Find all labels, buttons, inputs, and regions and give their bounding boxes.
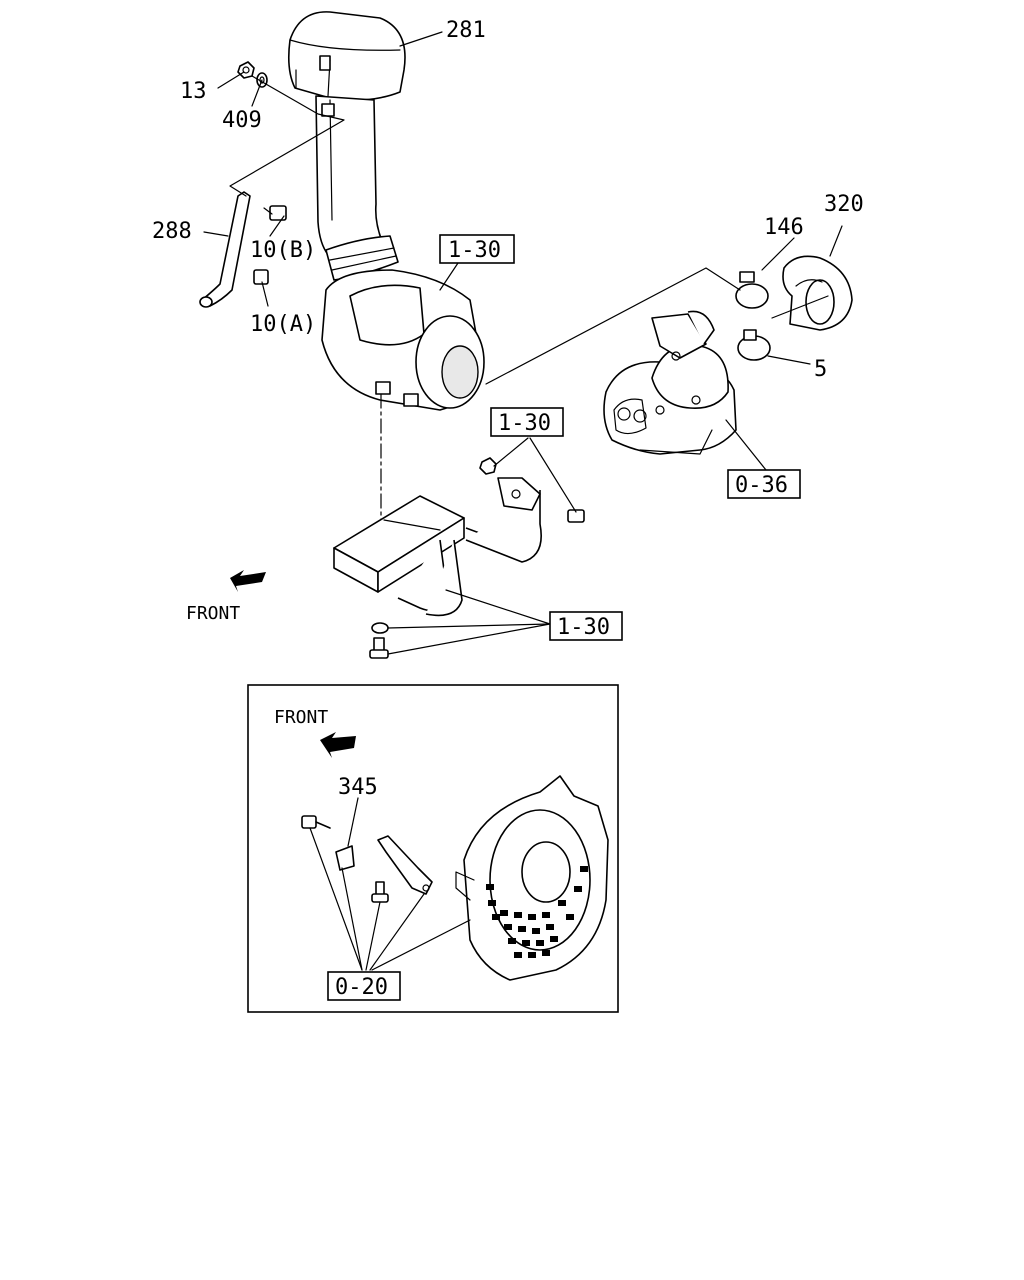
bolt-bracket-lower bbox=[369, 637, 389, 659]
clamp-5 bbox=[737, 329, 771, 361]
stay-bracket bbox=[377, 835, 433, 895]
ref-turbo: 0-36 bbox=[735, 473, 788, 498]
callout-5: 5 bbox=[814, 357, 827, 382]
ref-bracket-upper: 1-30 bbox=[498, 411, 551, 436]
callout-10b: 10(B) bbox=[250, 238, 316, 263]
clamp-146 bbox=[735, 271, 769, 309]
intake-duct-281 bbox=[288, 11, 406, 281]
flywheel-housing bbox=[455, 775, 609, 981]
bolt-10a bbox=[253, 269, 269, 285]
callout-146: 146 bbox=[764, 215, 804, 240]
ref-box-bracket-upper: 1-30 bbox=[490, 407, 564, 437]
callout-13: 13 bbox=[180, 79, 207, 104]
callout-409: 409 bbox=[222, 108, 262, 133]
bolt-bracket-upper bbox=[567, 509, 585, 523]
ref-bracket-lower: 1-30 bbox=[557, 615, 610, 640]
inset-frame bbox=[247, 684, 619, 1013]
bolt-inset-lower bbox=[371, 881, 389, 903]
ref-box-bracket-lower: 1-30 bbox=[549, 611, 623, 641]
front-label-inset: FRONT bbox=[274, 707, 328, 728]
front-arrow-main bbox=[230, 570, 266, 592]
ref-box-turbo: 0-36 bbox=[727, 469, 801, 499]
turbocharger bbox=[603, 310, 737, 455]
callout-10a: 10(A) bbox=[250, 312, 316, 337]
elbow-hose-320 bbox=[782, 255, 853, 331]
ref-flywheel: 0-20 bbox=[335, 975, 388, 1000]
ref-air-cleaner: 1-30 bbox=[448, 238, 501, 263]
callout-345: 345 bbox=[338, 775, 378, 800]
air-cleaner-bracket bbox=[333, 477, 542, 617]
bolt-10b bbox=[263, 205, 287, 221]
hose-288 bbox=[199, 191, 251, 308]
callout-281: 281 bbox=[446, 18, 486, 43]
callout-320: 320 bbox=[824, 192, 864, 217]
flywheel-grille bbox=[486, 866, 588, 958]
bolt-inset-upper bbox=[301, 815, 331, 829]
air-cleaner-body bbox=[321, 269, 485, 411]
washer-bracket-lower bbox=[371, 622, 389, 634]
front-label-main: FRONT bbox=[186, 603, 240, 624]
nut-bracket-upper bbox=[479, 457, 497, 475]
front-arrow-inset bbox=[320, 732, 356, 758]
ref-box-air-cleaner: 1-30 bbox=[439, 234, 515, 264]
ref-box-flywheel: 0-20 bbox=[327, 971, 401, 1001]
callout-288: 288 bbox=[152, 219, 192, 244]
clip-345 bbox=[335, 845, 355, 871]
